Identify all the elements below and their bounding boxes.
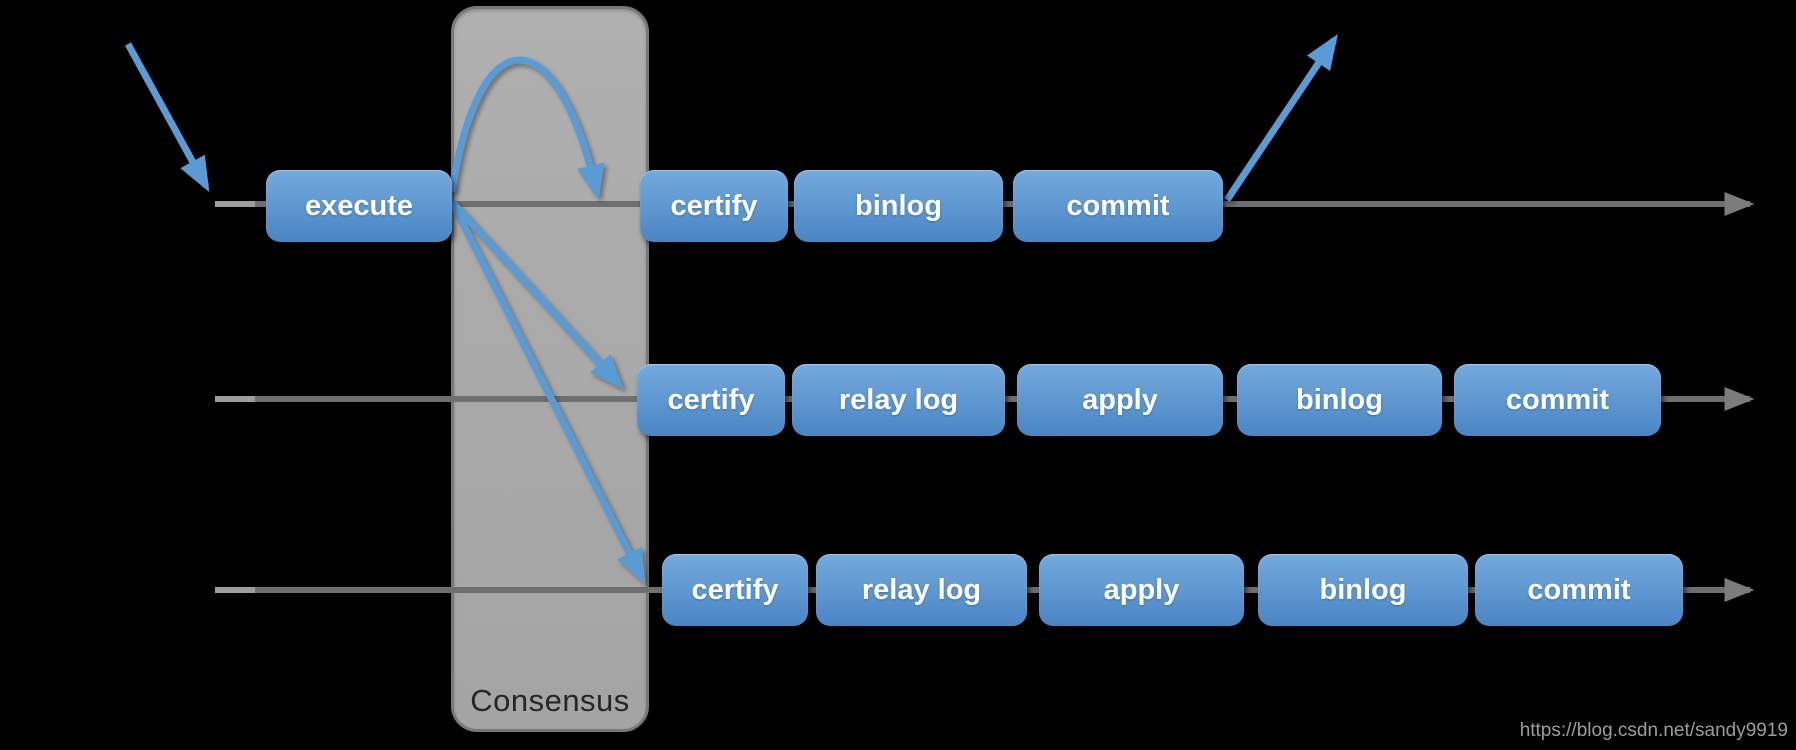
step-label: certify (667, 383, 755, 416)
step-box-apply-row3: apply (1039, 554, 1244, 626)
step-label: certify (691, 573, 779, 606)
step-box-certify-row3: certify (662, 554, 808, 626)
fan-arrow-row3-icon (448, 200, 646, 585)
step-box-commit-row1: commit (1013, 170, 1223, 242)
step-label: commit (1066, 189, 1170, 222)
step-label: relay log (838, 383, 959, 416)
step-box-certify-row2: certify (637, 364, 785, 436)
step-box-relaylog-row3: relay log (816, 554, 1027, 626)
step-label: apply (1103, 573, 1180, 606)
step-box-certify-row1: certify (640, 170, 788, 242)
step-box-binlog-row3: binlog (1258, 554, 1468, 626)
watermark-url: https://blog.csdn.net/sandy9919 (1519, 720, 1788, 741)
step-box-apply-row2: apply (1017, 364, 1223, 436)
flow-arrows (124, 34, 1338, 585)
step-box-binlog-row2: binlog (1237, 364, 1442, 436)
step-label: commit (1527, 573, 1631, 606)
step-box-binlog-row1: binlog (794, 170, 1003, 242)
incoming-transaction-arrow-icon (124, 42, 210, 193)
step-label: binlog (855, 189, 942, 222)
consensus-arc-arrow-icon (448, 56, 605, 200)
consensus-label: Consensus (470, 683, 630, 718)
step-box-execute: execute (266, 170, 452, 242)
step-box-relaylog-row2: relay log (792, 364, 1005, 436)
outgoing-response-arrow-icon (1224, 34, 1338, 202)
step-label: apply (1082, 383, 1158, 416)
step-label: binlog (1319, 573, 1407, 606)
step-label: certify (670, 189, 758, 222)
step-label: relay log (861, 573, 982, 606)
fan-arrow-row2-icon (449, 199, 624, 390)
step-label: execute (304, 189, 413, 222)
step-box-commit-row2: commit (1454, 364, 1661, 436)
step-label: binlog (1296, 383, 1383, 416)
step-box-commit-row3: commit (1475, 554, 1683, 626)
step-label: commit (1505, 383, 1610, 416)
